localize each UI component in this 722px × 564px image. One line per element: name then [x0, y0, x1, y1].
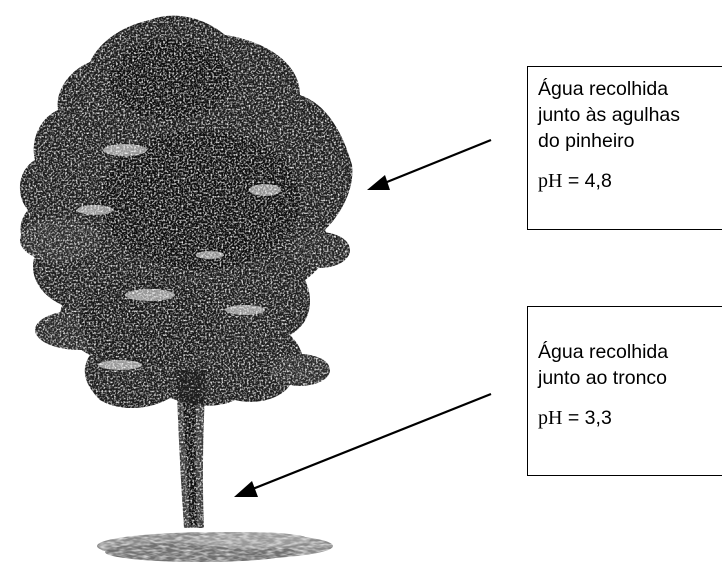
trunk-caption-line-1: Água recolhida — [538, 341, 669, 363]
needles-water-label-box: Água recolhida junto às agulhas do pinhe… — [527, 66, 722, 230]
trunk-ph-value: pH = 3,3 — [538, 407, 716, 430]
ground — [97, 532, 333, 562]
needles-ph-symbol: pH — [538, 170, 563, 192]
needles-caption-line-1: Água recolhida — [538, 78, 669, 100]
trunk-ph-symbol: pH — [538, 407, 563, 429]
arrow-to-needles — [367, 138, 492, 190]
trunk-ph-number: = 3,3 — [562, 407, 612, 429]
arrow-to-trunk — [234, 392, 492, 497]
needles-ph-number: = 4,8 — [562, 170, 612, 192]
needles-water-caption: Água recolhida junto às agulhas do pinhe… — [538, 76, 716, 154]
trunk-water-caption: Água recolhida junto ao tronco — [538, 339, 716, 391]
needles-caption-line-2: junto às agulhas — [538, 104, 681, 126]
needles-ph-value: pH = 4,8 — [538, 170, 716, 193]
tree-canopy — [19, 15, 353, 409]
trunk-water-label-box: Água recolhida junto ao tronco pH = 3,3 — [527, 306, 722, 476]
needles-caption-line-3: do pinheiro — [538, 130, 635, 152]
trunk-caption-line-2: junto ao tronco — [538, 367, 668, 389]
tree-trunk — [176, 370, 206, 528]
canopy-gaps — [77, 144, 281, 370]
